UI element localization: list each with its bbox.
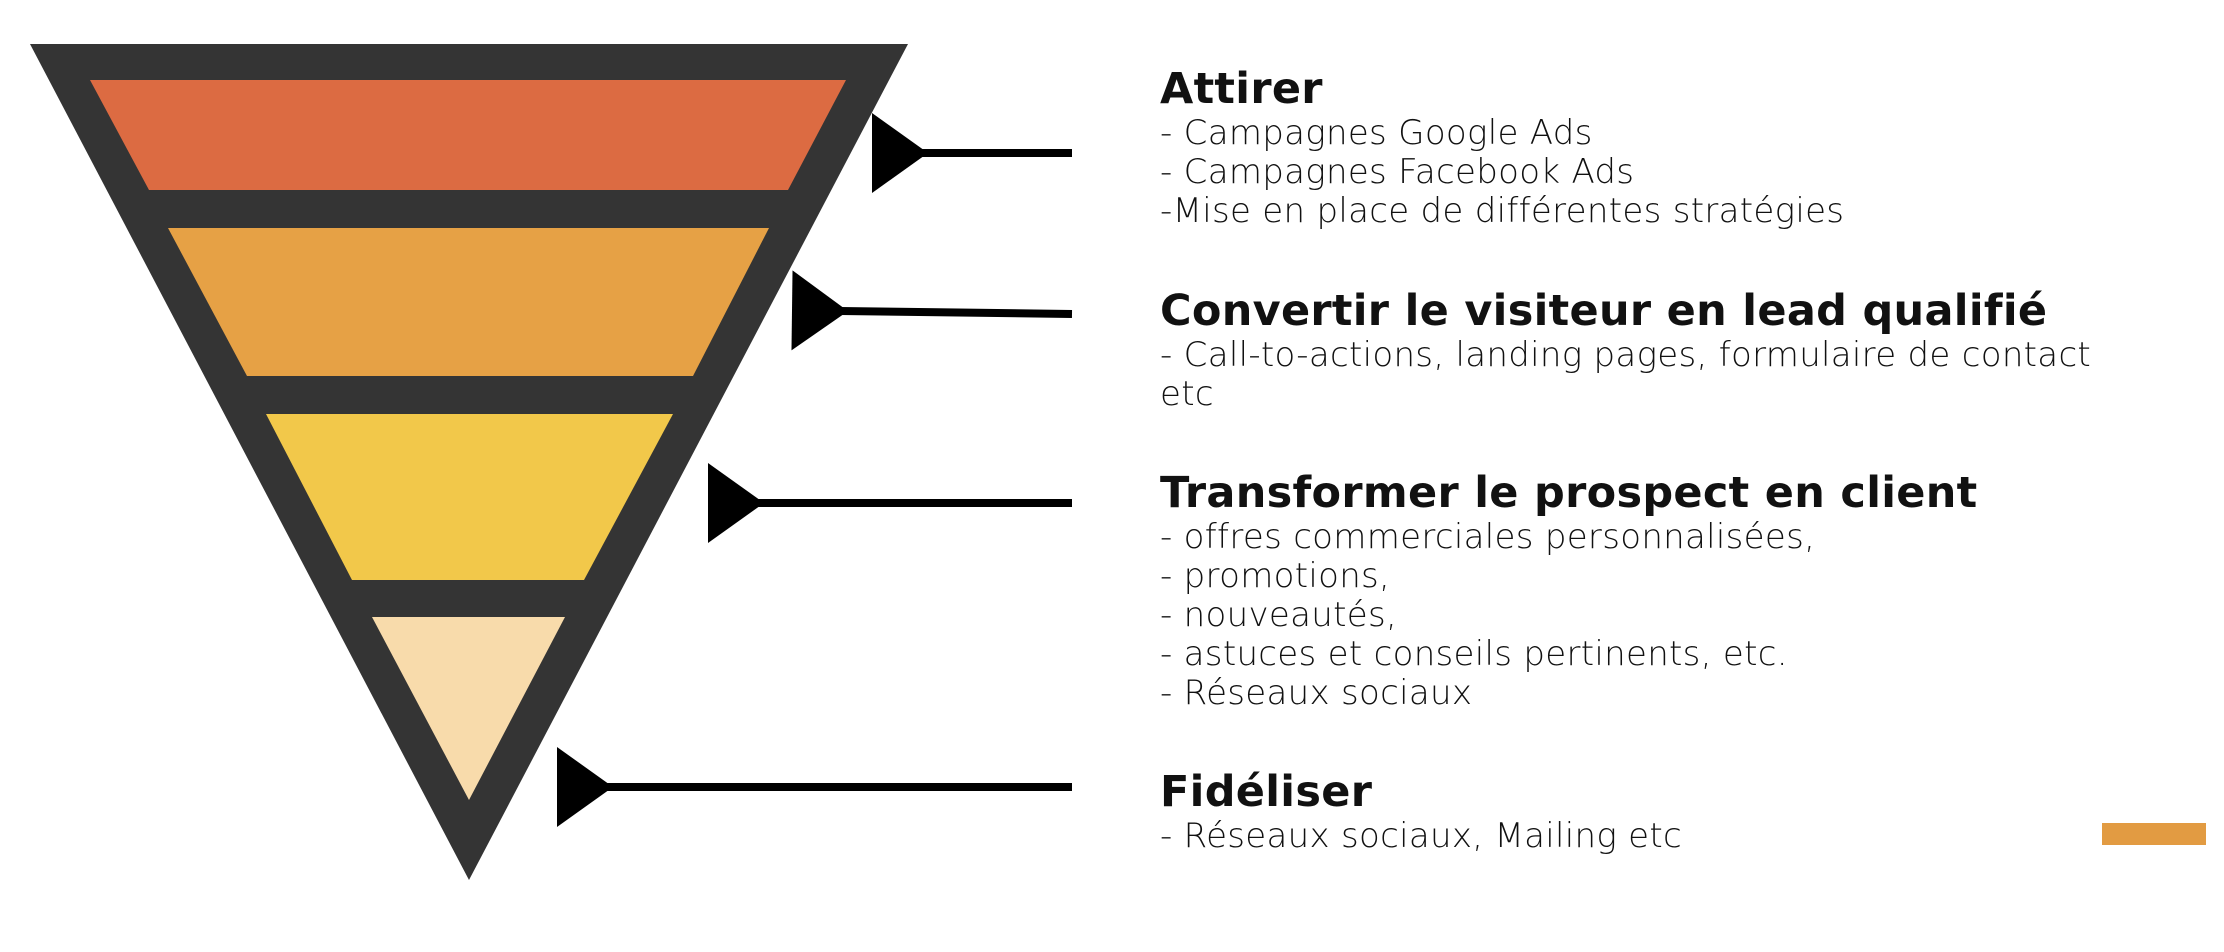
stage-item: - Réseaux sociaux bbox=[1160, 673, 1473, 713]
stage-item: - Call-to-actions, landing pages, formul… bbox=[1160, 335, 2092, 375]
stage-item: etc bbox=[1160, 374, 1214, 414]
stage-item: - Campagnes Google Ads bbox=[1160, 113, 1593, 153]
stage-items-transformer: - offres commerciales personnalisées, - … bbox=[1160, 518, 2160, 713]
stage-item: - Réseaux sociaux, Mailing etc bbox=[1160, 816, 1683, 856]
accent-bar bbox=[2102, 823, 2206, 845]
stage-items-attirer: - Campagnes Google Ads - Campagnes Faceb… bbox=[1160, 114, 2160, 231]
stage-item: - offres commerciales personnalisées, bbox=[1160, 517, 1816, 557]
stage-item: - promotions, bbox=[1160, 556, 1391, 596]
stage-fideliser: Fidéliser - Réseaux sociaux, Mailing etc bbox=[1160, 767, 2160, 856]
stage-title-transformer: Transformer le prospect en client bbox=[1160, 468, 1978, 518]
stage-convertir: Convertir le visiteur en lead qualifié -… bbox=[1160, 286, 2160, 414]
stage-title-attirer: Attirer bbox=[1160, 64, 1323, 114]
funnel-level-2 bbox=[168, 228, 769, 376]
stage-item: - nouveautés, bbox=[1160, 595, 1398, 635]
stage-attirer: Attirer - Campagnes Google Ads - Campagn… bbox=[1160, 64, 2160, 231]
stage-item: -Mise en place de différentes stratégies bbox=[1160, 191, 1845, 231]
funnel-level-3 bbox=[266, 414, 673, 580]
stage-item: - astuces et conseils pertinents, etc. bbox=[1160, 634, 1788, 674]
funnel-level-4 bbox=[372, 617, 565, 800]
stage-title-fideliser: Fidéliser bbox=[1160, 767, 1373, 817]
stage-items-fideliser: - Réseaux sociaux, Mailing etc bbox=[1160, 817, 2160, 856]
arrow-convertir bbox=[791, 270, 1073, 351]
stage-title-convertir: Convertir le visiteur en lead qualifié bbox=[1160, 286, 2048, 336]
stage-item: - Campagnes Facebook Ads bbox=[1160, 152, 1635, 192]
funnel-level-1 bbox=[90, 80, 846, 190]
stage-items-convertir: - Call-to-actions, landing pages, formul… bbox=[1160, 336, 2160, 414]
stage-transformer: Transformer le prospect en client - offr… bbox=[1160, 468, 2160, 713]
